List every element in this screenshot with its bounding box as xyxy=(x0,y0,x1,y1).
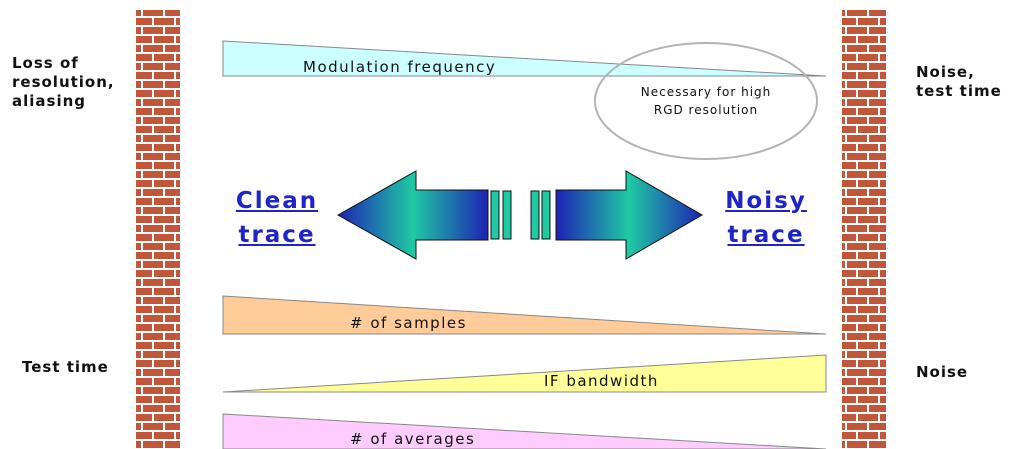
if-bandwidth-wedge xyxy=(222,354,827,393)
averages-label: # of averages xyxy=(350,430,476,448)
samples-label: # of samples xyxy=(350,314,467,332)
modulation-frequency-wedge xyxy=(222,40,827,77)
averages-wedge xyxy=(222,413,827,449)
left-brick-wall xyxy=(136,10,180,449)
resolution-callout-ellipse xyxy=(594,42,818,160)
right-brick-wall xyxy=(842,10,886,449)
left-bottom-label: Test time xyxy=(22,358,109,376)
samples-wedge xyxy=(222,295,827,335)
left-top-label: Loss of resolution, aliasing xyxy=(12,54,115,110)
right-bottom-label: Noise xyxy=(916,363,969,381)
if-bandwidth-label: IF bandwidth xyxy=(544,372,659,390)
right-top-label: Noise, test time xyxy=(916,63,1002,100)
resolution-callout-text: Necessary for high RGD resolution xyxy=(640,85,772,117)
clean-trace-label: Clean trace xyxy=(235,188,319,248)
modulation-frequency-label: Modulation frequency xyxy=(303,58,497,76)
clean-noisy-double-arrow xyxy=(336,170,703,260)
noisy-trace-label: Noisy trace xyxy=(725,188,807,248)
